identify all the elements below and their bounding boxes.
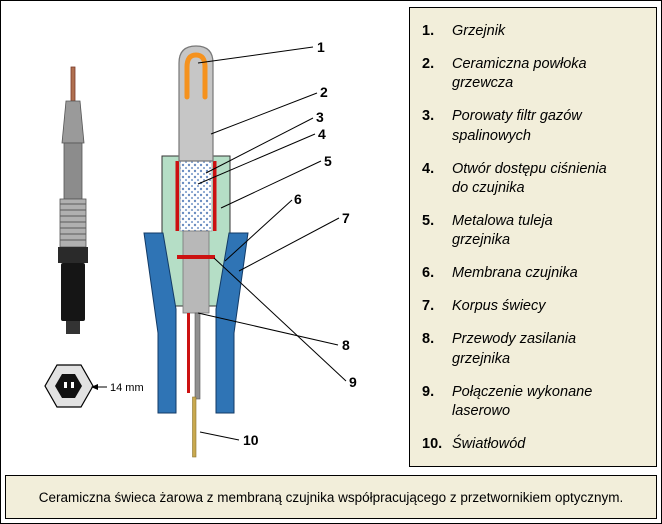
legend-item-label: Korpus świecy <box>452 298 546 315</box>
pressure-port-left <box>175 161 179 231</box>
callout-3: 3 <box>316 109 324 125</box>
legend-item-4: 4. Otwór dostępu ciśnienia do czujnika <box>422 160 648 198</box>
glow-plug-photo <box>58 66 88 334</box>
glow-plug-diagram: 14 mm <box>44 39 357 458</box>
optical-fiber <box>192 396 197 458</box>
legend-item-label: Grzejnik <box>452 23 506 39</box>
callout-numbers: 1 2 3 4 5 6 7 8 9 10 <box>243 39 357 448</box>
size-label: 14 mm <box>110 382 144 394</box>
leader-line-10 <box>199 431 240 441</box>
legend-item-number: 4. <box>422 160 435 177</box>
callout-10: 10 <box>243 432 259 448</box>
size-dimension: 14 mm <box>91 382 144 394</box>
supply-wire-gray <box>194 312 201 400</box>
legend-item-number: 6. <box>422 265 435 282</box>
legend-panel: 1. Grzejnik 2. Ceramiczna powłoka grzewc… <box>409 7 657 467</box>
plug-connector-body <box>61 263 85 321</box>
caption-text: Ceramiczna świeca żarowa z membraną czuj… <box>38 489 624 505</box>
plug-body-left <box>143 232 177 414</box>
leader-line-6 <box>224 199 293 262</box>
legend-item-label: Połączenie wykonane laserowo <box>452 383 593 419</box>
plug-cone <box>61 100 85 144</box>
leader-line-9 <box>213 257 347 382</box>
plug-shaft <box>63 142 83 200</box>
leader-line-7 <box>238 217 340 272</box>
callout-8: 8 <box>342 337 350 353</box>
legend-item-label: Metalowa tuleja grzejnika <box>452 212 553 248</box>
supply-wire-red <box>187 313 190 393</box>
leader-line-3 <box>205 117 314 174</box>
leader-lines <box>197 46 347 441</box>
legend-item-2: 2. Ceramiczna powłoka grzewcza <box>422 55 648 93</box>
plug-terminal <box>66 321 80 334</box>
leader-line-1 <box>197 46 314 64</box>
plug-thread-lines <box>60 203 86 241</box>
legend-item-5: 5. Metalowa tuleja grzejnika <box>422 212 648 250</box>
legend-item-number: 1. <box>422 23 435 39</box>
hex-contact-right <box>71 382 74 388</box>
diagram-area: 14 mm <box>1 1 409 471</box>
pressure-port-right <box>213 161 217 231</box>
legend-item-6: 6. Membrana czujnika <box>422 264 648 283</box>
legend-item-9: 9. Połączenie wykonane laserowo <box>422 383 648 421</box>
callout-2: 2 <box>320 84 328 100</box>
callout-1: 1 <box>317 39 325 55</box>
legend-item-number: 3. <box>422 108 435 125</box>
legend-item-number: 2. <box>422 56 435 73</box>
leader-line-5 <box>220 160 322 209</box>
callout-5: 5 <box>324 153 332 169</box>
legend-item-10: 10. Światłowód <box>422 435 648 454</box>
leader-line-8 <box>197 312 339 346</box>
legend-item-label: Światłowód <box>452 435 526 452</box>
callout-7: 7 <box>342 210 350 226</box>
legend-item-label: Membrana czujnika <box>452 265 578 282</box>
legend-item-1: 1. Grzejnik <box>422 22 648 41</box>
legend-item-7: 7. Korpus świecy <box>422 297 648 316</box>
legend-item-number: 10. <box>422 435 443 452</box>
ceramic-rod <box>182 230 210 314</box>
plug-electrode-tip <box>70 66 76 102</box>
callout-6: 6 <box>294 191 302 207</box>
porous-filter <box>180 161 212 231</box>
legend-item-label: Przewody zasilania grzejnika <box>452 331 577 367</box>
caption-bar: Ceramiczna świeca żarowa z membraną czuj… <box>5 475 657 519</box>
legend-item-3: 3. Porowaty filtr gazów spalinowych <box>422 107 648 145</box>
hex-end-view: 14 mm <box>44 364 144 408</box>
ceramic-sheath <box>178 45 214 162</box>
legend-item-label: Otwór dostępu ciśnienia do czujnika <box>452 160 607 196</box>
leader-line-4 <box>197 133 316 185</box>
legend-item-label: Porowaty filtr gazów spalinowych <box>452 108 582 144</box>
callout-4: 4 <box>318 126 326 142</box>
plug-thread <box>59 198 87 248</box>
plug-hex-collar <box>58 247 88 263</box>
plug-body-right <box>215 232 249 414</box>
cross-section <box>143 45 249 458</box>
sensor-membrane <box>177 255 215 259</box>
callout-9: 9 <box>349 374 357 390</box>
legend-item-label: Ceramiczna powłoka grzewcza <box>452 56 587 92</box>
legend-item-number: 7. <box>422 298 435 315</box>
legend-item-number: 9. <box>422 383 435 400</box>
legend-item-8: 8. Przewody zasilania grzejnika <box>422 330 648 368</box>
legend-item-number: 5. <box>422 212 435 229</box>
leader-line-2 <box>210 92 318 135</box>
hex-nut <box>55 374 82 398</box>
legend-item-number: 8. <box>422 331 435 348</box>
hex-contact-left <box>64 382 67 388</box>
